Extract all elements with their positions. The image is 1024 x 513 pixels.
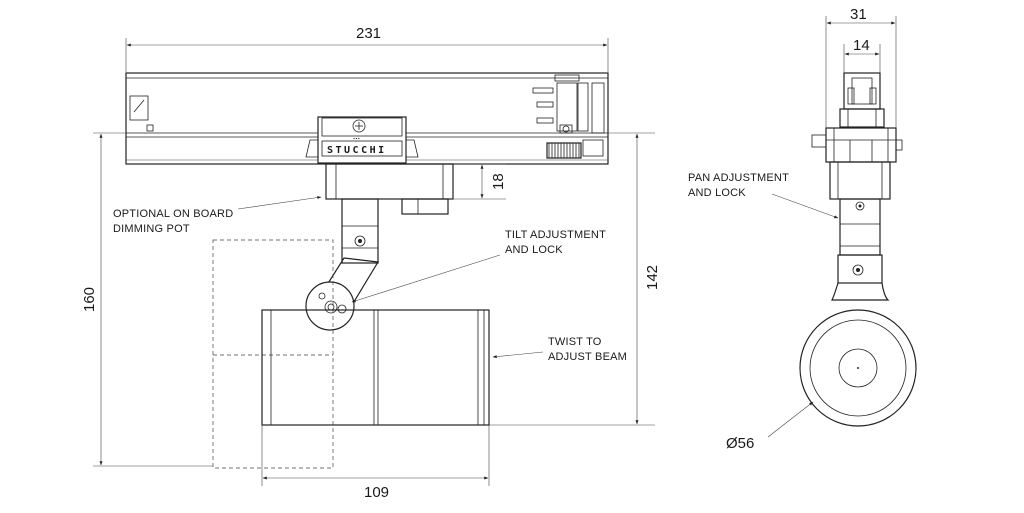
- dim-56-label: Ø56: [726, 435, 754, 452]
- dim-track-length: 231: [125, 25, 609, 72]
- label-dimming-pot-line2: DIMMING POT: [113, 223, 190, 235]
- callout-tilt: TILT ADJUSTMENT AND LOCK: [351, 229, 606, 303]
- callout-twist: TWIST TO ADJUST BEAM: [492, 336, 627, 363]
- dim-total-height: 160: [81, 132, 213, 467]
- dim-adapter-height: 18: [453, 163, 507, 200]
- label-twist-line1: TWIST TO: [548, 336, 602, 348]
- label-twist-line2: ADJUST BEAM: [548, 351, 627, 363]
- luminaire-body: [261, 309, 490, 426]
- dim-end-inner-width: 14: [843, 37, 881, 73]
- side-view: STUCCHI ꞏꞏꞏ: [81, 25, 661, 501]
- label-tilt-line1: TILT ADJUSTMENT: [505, 229, 606, 241]
- callout-pan: PAN ADJUSTMENT AND LOCK: [688, 172, 839, 219]
- dim-142-label: 142: [644, 265, 661, 290]
- end-connector: [811, 72, 903, 163]
- dim-18-label: 18: [490, 173, 507, 190]
- label-pan-line1: PAN ADJUSTMENT: [688, 172, 789, 184]
- end-stem: [829, 161, 891, 301]
- label-tilt-line2: AND LOCK: [505, 244, 563, 256]
- end-view: 31 14 PAN ADJUSTMENT AND LOCK Ø56: [688, 6, 917, 452]
- tilt-knob: [305, 281, 355, 331]
- label-pan-line2: AND LOCK: [688, 187, 746, 199]
- dim-body-length: 109: [261, 425, 490, 501]
- label-dimming-pot-line1: OPTIONAL ON BOARD: [113, 208, 233, 220]
- dim-160-label: 160: [81, 287, 98, 312]
- brand-logo: STUCCHI: [327, 145, 387, 156]
- dim-end-width: 31: [825, 6, 897, 128]
- dim-109-label: 109: [364, 484, 389, 501]
- brand-mark-dots: ꞏꞏꞏ: [353, 136, 360, 143]
- dim-body-height: 142: [489, 132, 661, 426]
- dim-31-label: 31: [850, 6, 867, 23]
- dimming-pot-outline: [212, 239, 334, 469]
- dim-231-label: 231: [356, 25, 381, 42]
- brand-plate: STUCCHI ꞏꞏꞏ: [305, 116, 419, 164]
- adapter-block: [325, 163, 454, 215]
- end-lens: [799, 309, 917, 427]
- dim-14-label: 14: [853, 37, 870, 54]
- callout-lens-diameter: Ø56: [726, 401, 814, 452]
- callout-dimming-pot: OPTIONAL ON BOARD DIMMING POT: [113, 196, 322, 235]
